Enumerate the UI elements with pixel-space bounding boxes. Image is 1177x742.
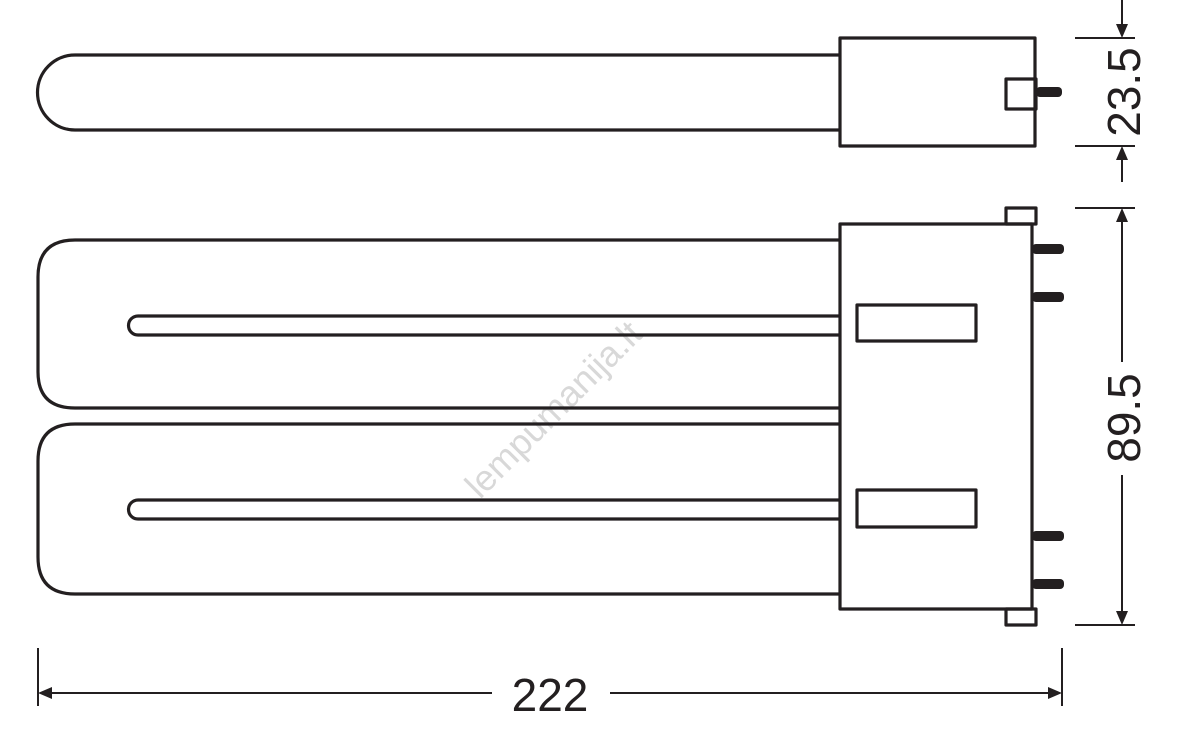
- depth-dimension: 23.5: [1075, 0, 1150, 182]
- top-tab: [1004, 206, 1038, 226]
- upper-tube-outline: [36, 238, 840, 410]
- side-view-pin: [1036, 87, 1062, 97]
- lower-window: [855, 488, 978, 529]
- width-label: 89.5: [1098, 373, 1150, 463]
- lower-tube-outline: [36, 422, 840, 596]
- front-view: [36, 206, 1064, 627]
- bottom-tab: [1004, 607, 1038, 627]
- pin-3: [1032, 531, 1064, 541]
- pin-2: [1032, 292, 1064, 302]
- side-view-tube: [35, 53, 840, 132]
- width-dimension: 89.5: [1075, 207, 1150, 626]
- side-view: [35, 36, 1062, 148]
- lower-tube-slot: [126, 498, 840, 521]
- depth-label: 23.5: [1098, 47, 1150, 137]
- side-view-key: [1004, 77, 1038, 111]
- length-dimension: 222: [37, 648, 1063, 721]
- length-label: 222: [512, 669, 589, 721]
- lamp-base: [838, 222, 1034, 611]
- upper-tube-slot: [126, 314, 840, 337]
- upper-window: [855, 303, 978, 343]
- pin-1: [1032, 244, 1064, 254]
- pin-4: [1032, 579, 1064, 589]
